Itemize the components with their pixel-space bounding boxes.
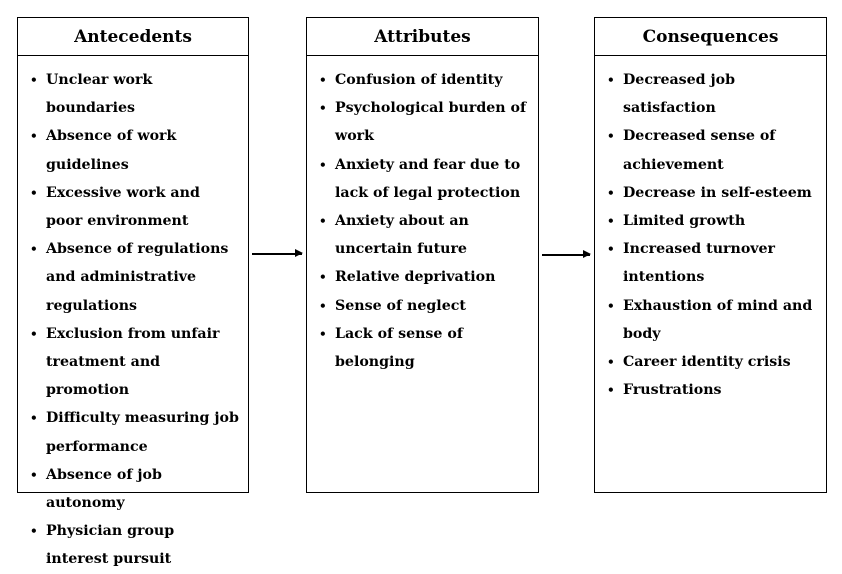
consequence-item: Career identity crisis [605, 348, 818, 376]
attribute-item: Anxiety and fear due to lack of legal pr… [317, 151, 530, 207]
antecedent-item: Absence of job autonomy [28, 461, 240, 517]
antecedent-item: Excessive work and poor environment [28, 179, 240, 235]
antecedent-item: Physician group interest pursuit [28, 517, 240, 573]
attribute-item: Relative deprivation [317, 263, 530, 291]
consequences-title: Consequences [595, 18, 826, 56]
antecedent-item: Unclear work boundaries [28, 66, 240, 122]
consequences-list: Decreased job satisfaction Decreased sen… [595, 56, 826, 405]
attribute-item: Lack of sense of belonging [317, 320, 530, 376]
arrow-antecedents-to-attributes [252, 250, 303, 256]
consequence-item: Decrease in self-esteem [605, 179, 818, 207]
consequences-box: Consequences Decreased job satisfaction … [594, 17, 827, 493]
consequence-item: Frustrations [605, 376, 818, 404]
attribute-item: Sense of neglect [317, 292, 530, 320]
antecedent-item: Absence of work guidelines [28, 122, 240, 178]
consequence-item: Decreased job satisfaction [605, 66, 818, 122]
attribute-item: Anxiety about an uncertain future [317, 207, 530, 263]
antecedent-item: Absence of regulations and administrativ… [28, 235, 240, 320]
attributes-title: Attributes [307, 18, 538, 56]
antecedents-box: Antecedents Unclear work boundaries Abse… [17, 17, 249, 567]
antecedents-list: Unclear work boundaries Absence of work … [18, 56, 248, 574]
attributes-list: Confusion of identity Psychological burd… [307, 56, 538, 376]
antecedents-title: Antecedents [18, 18, 248, 56]
attribute-item: Psychological burden of work [317, 94, 530, 150]
antecedent-item: Exclusion from unfair treatment and prom… [28, 320, 240, 405]
arrow-attributes-to-consequences [542, 251, 591, 257]
attribute-item: Confusion of identity [317, 66, 530, 94]
consequence-item: Exhaustion of mind and body [605, 292, 818, 348]
consequence-item: Decreased sense of achievement [605, 122, 818, 178]
consequence-item: Limited growth [605, 207, 818, 235]
attributes-box: Attributes Confusion of identity Psychol… [306, 17, 539, 493]
consequence-item: Increased turnover intentions [605, 235, 818, 291]
antecedent-item: Difficulty measuring job performance [28, 404, 240, 460]
